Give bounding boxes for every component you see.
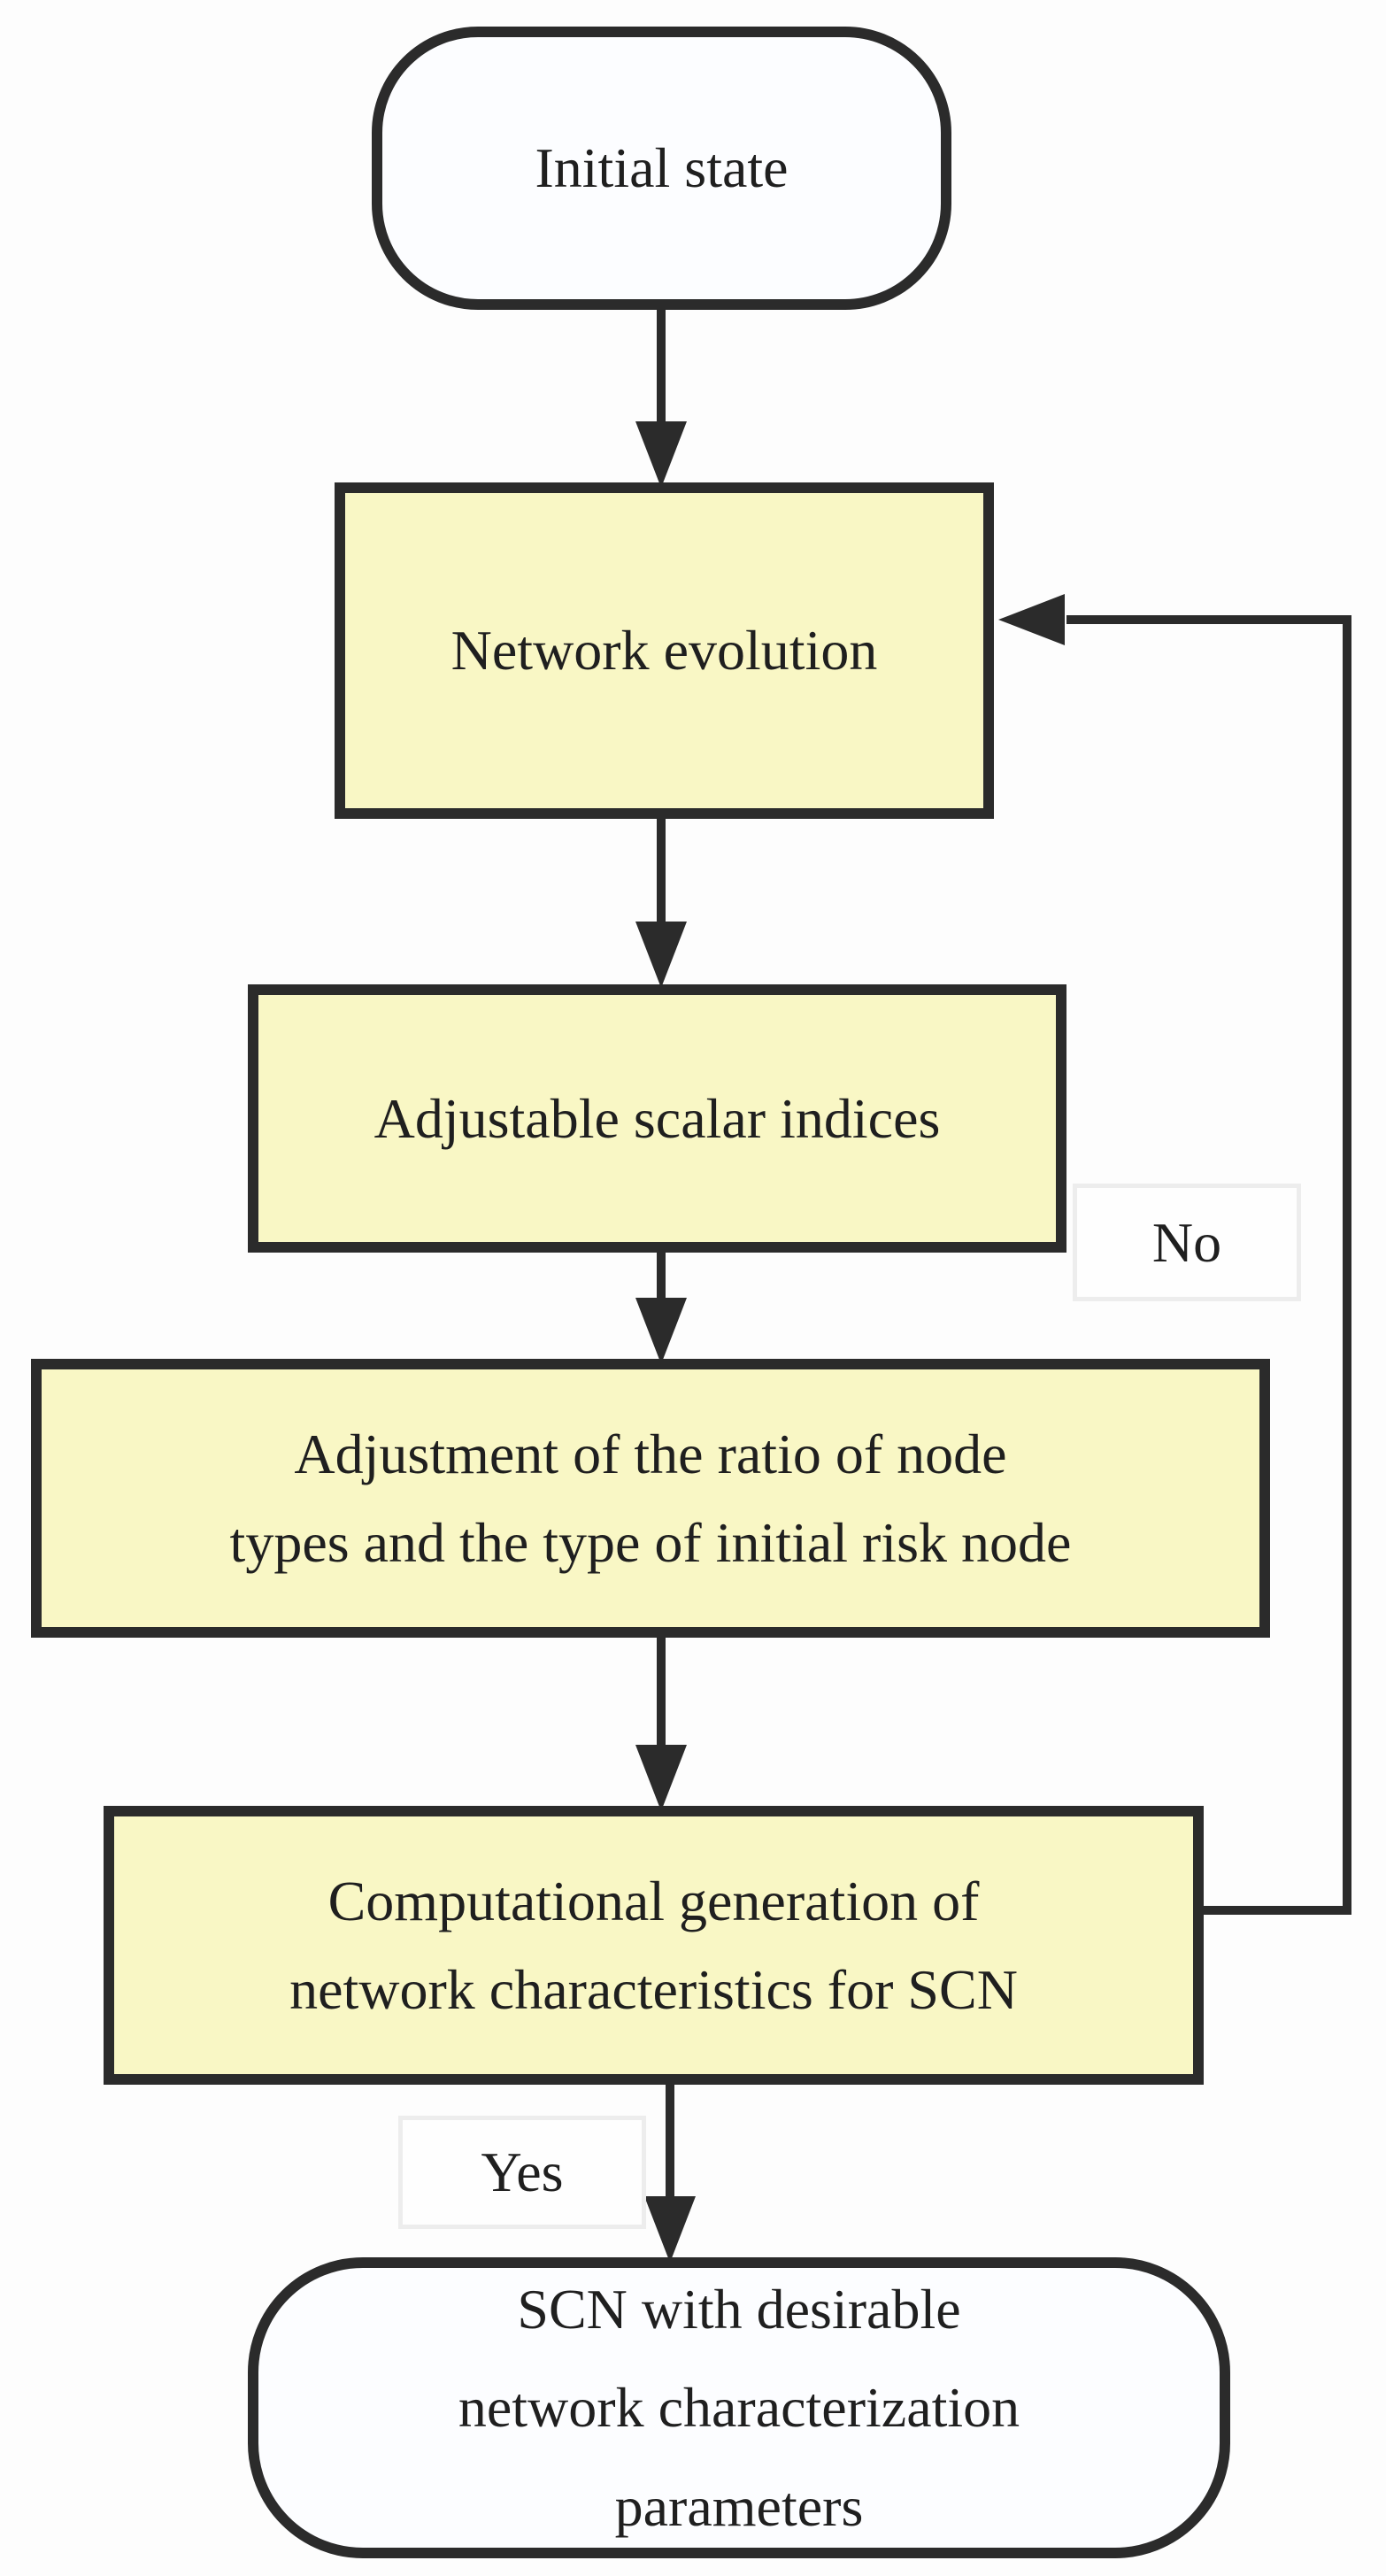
node-label-line: Adjustment of the ratio of node — [294, 1422, 1007, 1485]
node-scn-result: SCN with desirable network characterizat… — [248, 2257, 1230, 2558]
node-label-line: parameters — [614, 2474, 864, 2538]
node-label-line: network characteristics for SCN — [289, 1957, 1018, 2021]
arrowhead-initial-to-evolution — [635, 421, 687, 488]
arrowhead-evolution-to-indices — [635, 922, 687, 988]
node-network-evolution: Network evolution — [335, 482, 994, 819]
node-label-line: types and the type of initial risk node — [229, 1510, 1072, 1574]
arrowhead-computational-to-result — [644, 2196, 696, 2263]
edge-label-no: No — [1073, 1184, 1301, 1301]
edge-label-yes: Yes — [398, 2116, 646, 2229]
node-label-line: SCN with desirable — [517, 2277, 961, 2341]
node-label: Adjustable scalar indices — [373, 1086, 941, 1150]
node-label: Network evolution — [450, 619, 878, 683]
node-label-line: Computational generation of — [327, 1869, 980, 1932]
arrowhead-feedback-to-evolution — [998, 594, 1065, 645]
arrowhead-indices-to-adjustment — [635, 1298, 687, 1364]
arrowhead-adjustment-to-computational — [635, 1745, 687, 1811]
node-adjustable-scalar-indices: Adjustable scalar indices — [248, 984, 1066, 1253]
edge-label-no-text: No — [1151, 1210, 1222, 1274]
node-initial-state: Initial state — [372, 27, 951, 310]
node-adjustment-ratio-node-types: Adjustment of the ratio of node types an… — [31, 1359, 1270, 1638]
node-label-line: network characterization — [458, 2376, 1020, 2440]
feedback-line-no — [1066, 615, 1351, 1915]
node-label: Initial state — [535, 136, 789, 200]
node-computational-generation: Computational generation of network char… — [104, 1806, 1204, 2085]
edge-label-yes-text: Yes — [481, 2140, 564, 2203]
